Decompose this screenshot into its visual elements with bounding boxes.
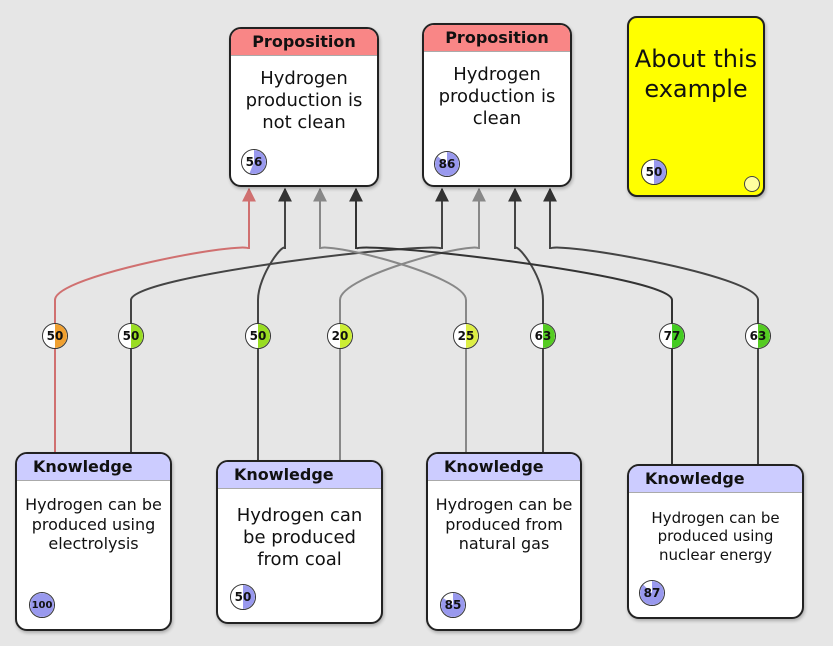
link-weight-value: 63 (534, 329, 552, 343)
link-weight-badge[interactable]: 50 (118, 323, 144, 349)
link-weight-value: 20 (331, 329, 349, 343)
proposition-header: Proposition (424, 25, 570, 52)
link-weight-badge[interactable]: 20 (327, 323, 353, 349)
link-k3-p2[interactable] (508, 187, 544, 452)
link-weight-badge[interactable]: 63 (745, 323, 771, 349)
knowledge-card-nuclear[interactable]: Knowledge Hydrogen can be produced using… (627, 464, 804, 619)
proposition-header: Proposition (231, 29, 377, 56)
link-k1-p2[interactable] (130, 187, 449, 452)
link-weight-value: 50 (249, 329, 267, 343)
knowledge-header: Knowledge (629, 466, 802, 493)
link-weight-value: 63 (749, 329, 767, 343)
link-weight-badge[interactable]: 50 (245, 323, 271, 349)
link-k2-p2[interactable] (339, 187, 486, 460)
link-weight-value: 77 (663, 329, 681, 343)
proposition-card-not-clean[interactable]: Proposition Hydrogen production is not c… (229, 27, 379, 187)
knowledge-text: Hydrogen can be produced using nuclear e… (651, 509, 780, 564)
proposition-score-badge: 86 (434, 151, 460, 177)
link-weight-value: 25 (457, 329, 475, 343)
link-k4-p2[interactable] (543, 187, 759, 464)
link-weight-badge[interactable]: 25 (453, 323, 479, 349)
knowledge-text: Hydrogen can be produced from coal (236, 505, 363, 570)
knowledge-card-natural-gas[interactable]: Knowledge Hydrogen can be produced from … (426, 452, 582, 631)
knowledge-card-electrolysis[interactable]: Knowledge Hydrogen can be produced using… (15, 452, 172, 631)
resize-handle[interactable] (744, 176, 760, 192)
knowledge-score-badge: 100 (29, 592, 55, 618)
proposition-score-badge: 56 (241, 149, 267, 175)
knowledge-score-badge: 87 (639, 580, 665, 606)
link-weight-value: 50 (122, 329, 140, 343)
knowledge-header: Knowledge (17, 454, 170, 481)
link-k3-p1[interactable] (313, 187, 467, 452)
knowledge-text: Hydrogen can be produced from natural ga… (435, 495, 573, 554)
proposition-text: Hydrogen production is not clean (245, 68, 363, 133)
about-note[interactable]: About this example 50 (627, 16, 765, 197)
knowledge-header: Knowledge (428, 454, 580, 481)
about-note-text: About this example (634, 45, 758, 103)
knowledge-text: Hydrogen can be produced using electroly… (25, 495, 162, 554)
link-weight-value: 50 (46, 329, 64, 343)
knowledge-score-badge: 50 (230, 584, 256, 610)
knowledge-card-coal[interactable]: Knowledge Hydrogen can be produced from … (216, 460, 383, 624)
link-weight-badge[interactable]: 77 (659, 323, 685, 349)
link-k4-p1[interactable] (349, 187, 673, 464)
proposition-text: Hydrogen production is clean (438, 64, 556, 129)
knowledge-header: Knowledge (218, 462, 381, 489)
link-weight-badge[interactable]: 50 (42, 323, 68, 349)
link-weight-badge[interactable]: 63 (530, 323, 556, 349)
link-k2-p1[interactable] (257, 187, 292, 460)
proposition-card-clean[interactable]: Proposition Hydrogen production is clean… (422, 23, 572, 187)
knowledge-score-badge: 85 (440, 592, 466, 618)
note-score-badge: 50 (641, 159, 667, 185)
link-k1-p1[interactable] (54, 187, 256, 452)
